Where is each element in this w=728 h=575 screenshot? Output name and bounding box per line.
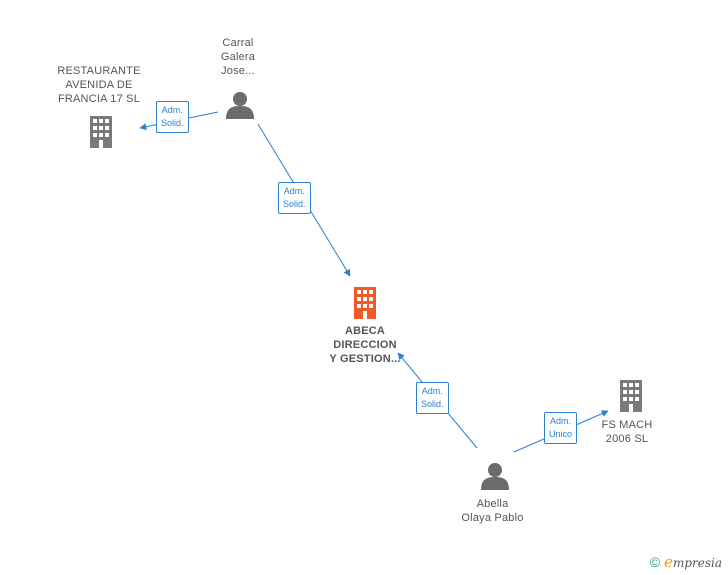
- node-label-carral[interactable]: Carral Galera Jose...: [220, 37, 256, 77]
- edge-label-abella-center[interactable]: Adm. Solid.: [416, 382, 449, 414]
- edge-label-abella-fsmach[interactable]: Adm. Unico: [544, 412, 578, 444]
- node-label-abella[interactable]: Abella Olaya Pablo: [461, 498, 524, 524]
- node-label-restaurante[interactable]: RESTAURANTE AVENIDA DE FRANCIA 17 SL: [57, 65, 141, 105]
- person-icon: [481, 463, 509, 490]
- copyright-icon: ©: [649, 554, 661, 570]
- edge-label-carral-restaurante[interactable]: Adm. Solid.: [156, 101, 189, 133]
- building-icon: [354, 287, 376, 319]
- edge-label-carral-center[interactable]: Adm. Solid.: [278, 182, 311, 214]
- empresia-logo[interactable]: empresia: [664, 553, 722, 571]
- building-icon: [90, 116, 112, 148]
- copyright-footer: © empresia: [650, 553, 722, 571]
- node-label-center[interactable]: ABECA DIRECCION Y GESTION...: [329, 325, 401, 365]
- person-icon: [226, 92, 254, 119]
- node-label-fsmach[interactable]: FS MACH 2006 SL: [601, 419, 653, 445]
- building-icon: [620, 380, 642, 412]
